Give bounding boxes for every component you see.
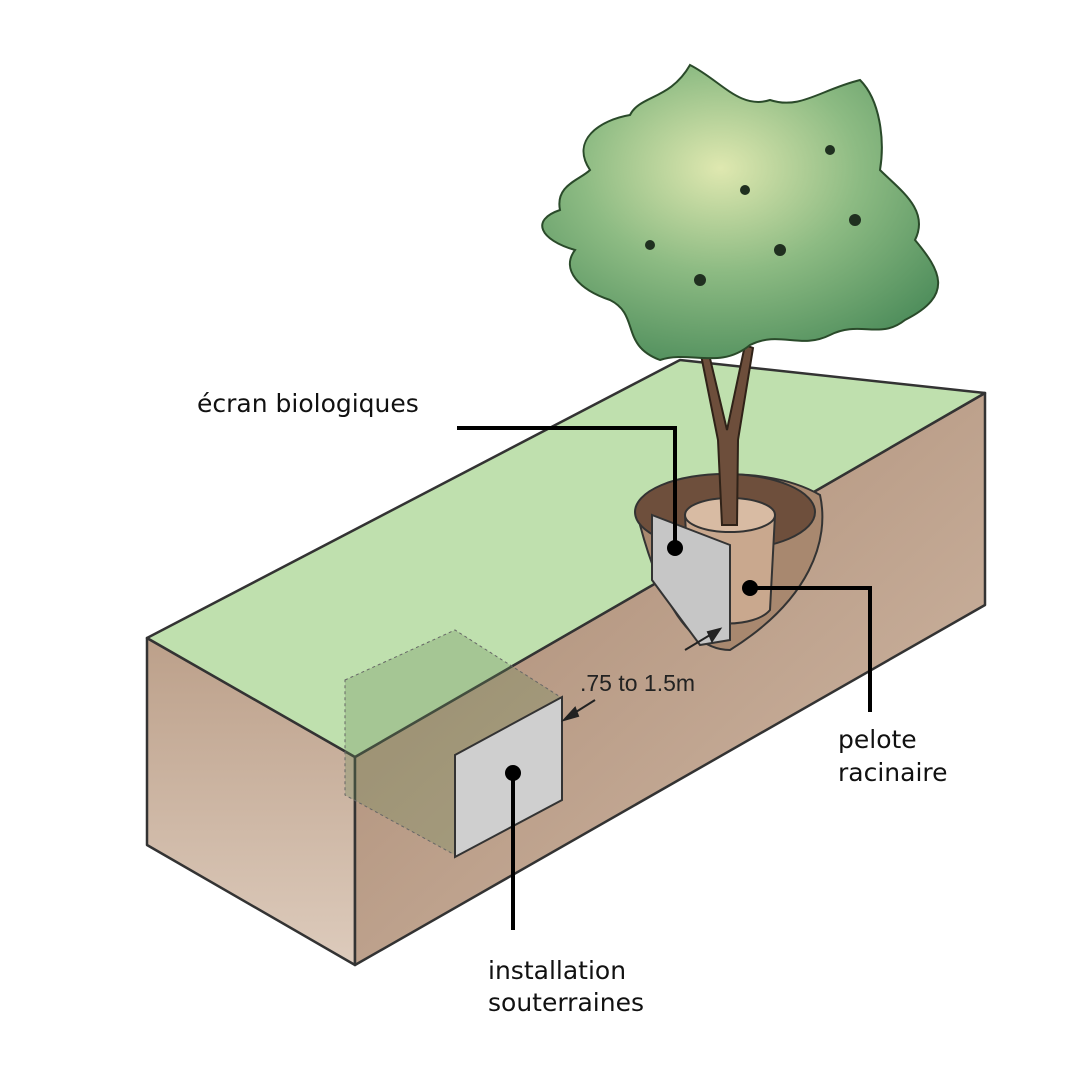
label-screen: écran biologiques [197, 389, 419, 418]
grass-top [145, 358, 987, 759]
label-rootball-1: pelote [838, 725, 917, 754]
tree-canopy [541, 63, 940, 362]
callout-rootball [750, 586, 872, 712]
foliage-holes [645, 145, 861, 286]
label-utility-2: souterraines [488, 988, 644, 1017]
label-utility-1: installation [488, 956, 627, 985]
callout-dots [505, 540, 758, 781]
label-rootball-2: racinaire [838, 758, 948, 787]
distance-arrows [560, 627, 723, 722]
soil-block [145, 358, 987, 967]
distance-label: .75 to 1.5m [580, 670, 696, 696]
tree-trunk [698, 343, 755, 526]
callout-lines [457, 426, 872, 930]
callout-screen [457, 426, 677, 548]
